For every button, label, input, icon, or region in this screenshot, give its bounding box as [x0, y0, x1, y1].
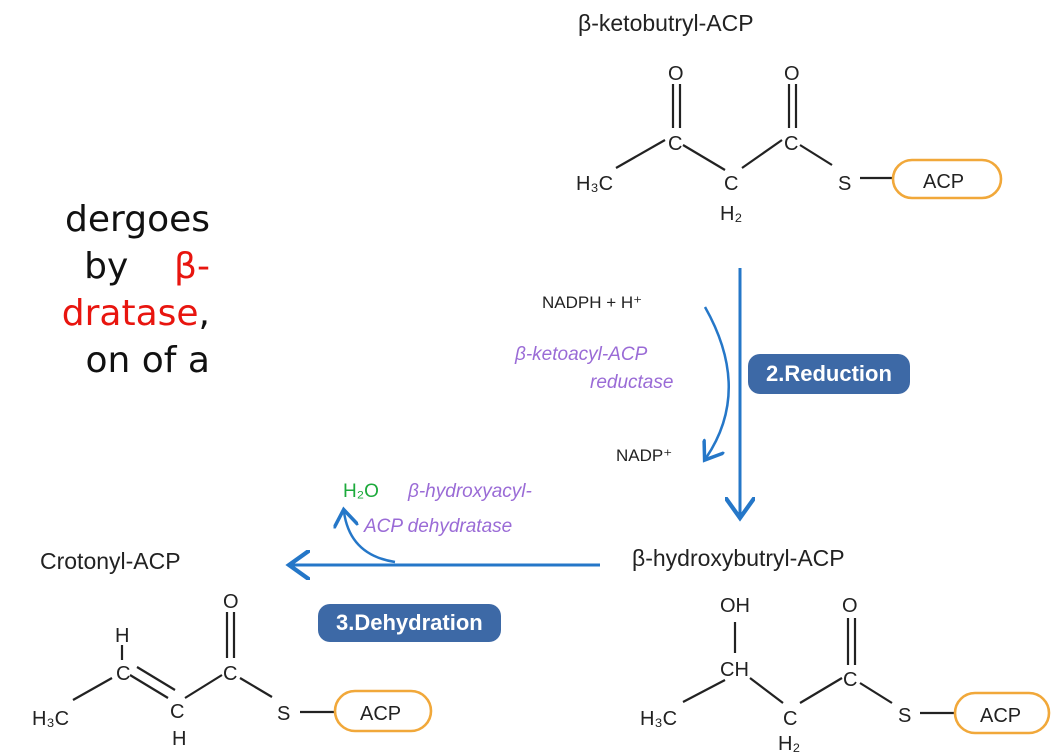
slide-text-line-1: dergoes	[65, 199, 210, 240]
crotonyl-name: Crotonyl-ACP	[40, 548, 181, 574]
dehydration-arrow	[292, 512, 600, 565]
hydroxybutyryl-atom-s: S	[898, 705, 911, 727]
slide-text-dehydratase: dratase	[61, 293, 199, 334]
ketobutyryl-atom-s: S	[838, 173, 851, 195]
dehydratase-enzyme-line-2: ACP dehydratase	[364, 516, 513, 537]
nadph-label: NADPH + H⁺	[542, 293, 643, 312]
hydroxybutyryl-atom-ch3: H₃C	[640, 708, 677, 730]
slide-text-line-2: by β-	[0, 243, 210, 290]
hydroxybutyryl-structure	[682, 618, 1051, 735]
crotonyl-structure	[72, 612, 433, 733]
ketobutyryl-structure	[615, 84, 1003, 200]
hydroxybutyryl-atom-ch: CH	[720, 659, 749, 681]
crotonyl-atom-h-top: H	[115, 625, 129, 647]
slide-text-by: by	[84, 246, 129, 287]
ketobutyryl-acp-label: ACP	[923, 171, 964, 193]
slide-text-beta: β-	[174, 246, 210, 287]
crotonyl-atom-c3: C	[170, 701, 184, 723]
hydroxybutyryl-atom-c1: C	[843, 669, 857, 691]
crotonyl-atom-c2: C	[223, 663, 237, 685]
ketobutyryl-name: β-ketobutryl-ACP	[578, 10, 754, 36]
reductase-enzyme-line-1: β-ketoacyl-ACP	[515, 344, 648, 365]
crotonyl-atom-ch3: H₃C	[32, 708, 69, 730]
ketobutyryl-atom-c1: C	[668, 133, 682, 155]
slide-text-line-3: dratase,	[0, 290, 210, 337]
dehydratase-enzyme-line-1: β-hydroxyacyl-	[408, 481, 532, 502]
ketobutyryl-atom-ch3: H₃C	[576, 173, 613, 195]
hydroxybutyryl-atom-o: O	[842, 595, 858, 617]
hydroxybutyryl-name: β-hydroxybutryl-ACP	[632, 545, 845, 571]
water-label: H₂O	[343, 481, 379, 502]
ketobutyryl-atom-o1: O	[668, 63, 684, 85]
ketobutyryl-atom-o2: O	[784, 63, 800, 85]
reduction-step-badge: 2.Reduction	[748, 354, 910, 394]
reductase-enzyme-line-2: reductase	[590, 372, 674, 393]
hydroxybutyryl-acp-label: ACP	[980, 705, 1021, 727]
hydroxybutyryl-atom-h2: H₂	[778, 733, 800, 753]
crotonyl-atom-h-bottom: H	[172, 728, 186, 750]
ketobutyryl-atom-c2: C	[784, 133, 798, 155]
ketobutyryl-atom-h2: H₂	[720, 203, 742, 225]
ketobutyryl-atom-c3: C	[724, 173, 738, 195]
crotonyl-atom-o: O	[223, 591, 239, 613]
slide-text-line-4: on of a	[85, 340, 211, 381]
slide-text-comma: ,	[198, 293, 210, 334]
crotonyl-atom-c1: C	[116, 663, 130, 685]
hydroxybutyryl-atom-c2: C	[783, 708, 797, 730]
crotonyl-atom-s: S	[277, 703, 290, 725]
nadp-label: NADP⁺	[616, 446, 673, 465]
slide-text-block: dergoes by β- dratase, on of a	[0, 196, 210, 384]
dehydration-step-badge: 3.Dehydration	[318, 604, 501, 642]
reduction-arrow	[705, 268, 740, 515]
hydroxybutyryl-atom-oh: OH	[720, 595, 750, 617]
crotonyl-acp-label: ACP	[360, 703, 401, 725]
